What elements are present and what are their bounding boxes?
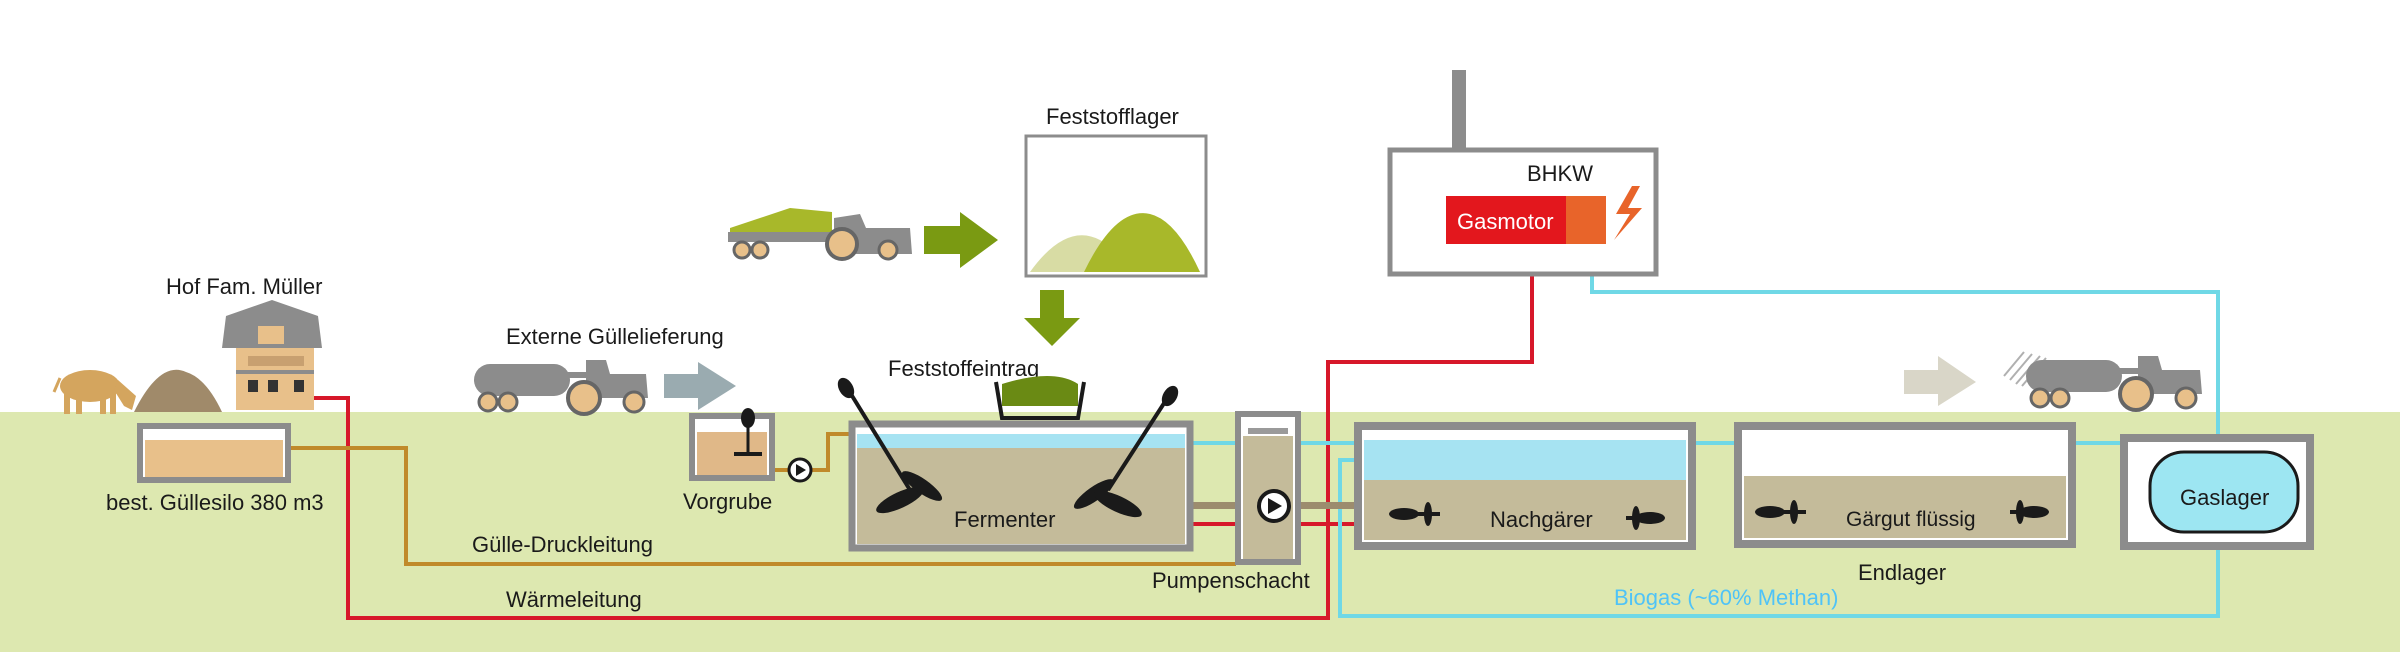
tractor-trailer-icon (728, 208, 912, 261)
vorgrube (689, 408, 775, 481)
waerme-line (313, 250, 1534, 620)
arrow-lager-down (1024, 290, 1080, 346)
pumpenschacht (1235, 411, 1301, 565)
label-externe: Externe Güllelieferung (506, 324, 724, 349)
label-hof: Hof Fam. Müller (166, 274, 322, 299)
label-waermeleitung: Wärmeleitung (506, 587, 642, 612)
house-icon (222, 300, 322, 410)
arrow-to-lager (924, 212, 998, 268)
pump-icon (1257, 489, 1291, 523)
label-fermenter: Fermenter (954, 507, 1055, 532)
biogas-line (1338, 250, 2220, 618)
gaslager (2120, 434, 2314, 550)
label-gasmotor: Gasmotor (1457, 209, 1554, 234)
bhkw (1387, 147, 1659, 277)
guellesilo (137, 423, 291, 483)
agitator-icon (2010, 500, 2049, 524)
arrow-endlager-out (1904, 356, 1976, 406)
manure-pile (134, 369, 222, 412)
druck-line (290, 446, 1236, 566)
label-feststoffeintrag: Feststoffeintrag (888, 356, 1039, 381)
label-endlager: Endlager (1858, 560, 1946, 585)
arrow-externe (664, 362, 736, 410)
agitator-icon (1755, 500, 1806, 524)
tractor-tanker-icon (2003, 351, 2202, 412)
label-nachgaerer: Nachgärer (1490, 507, 1593, 532)
label-biogas: Biogas (~60% Methan) (1614, 585, 1838, 610)
agitator-icon (1073, 385, 1179, 518)
label-gaergut: Gärgut flüssig (1846, 508, 1976, 531)
agitator-icon (837, 377, 943, 514)
label-feststofflager: Feststofflager (1046, 104, 1179, 129)
agitator-icon (1389, 502, 1440, 526)
lightning-icon (1614, 186, 1642, 240)
pump-icon (787, 457, 813, 483)
endlager (1734, 422, 2076, 548)
label-vorgrube: Vorgrube (683, 489, 772, 514)
label-pumpenschacht: Pumpenschacht (1152, 568, 1310, 593)
label-bhkw: BHKW (1527, 161, 1593, 186)
label-druckleitung: Gülle-Druckleitung (472, 532, 653, 557)
tractor-tanker-icon (474, 360, 648, 416)
agitator-icon (1626, 506, 1665, 530)
feststoffeintrag (994, 376, 1086, 420)
feststofflager (1024, 134, 1208, 278)
label-gaslager: Gaslager (2180, 485, 2269, 510)
cow-icon (52, 370, 136, 414)
label-guellesilo: best. Güllesilo 380 m3 (106, 490, 324, 515)
